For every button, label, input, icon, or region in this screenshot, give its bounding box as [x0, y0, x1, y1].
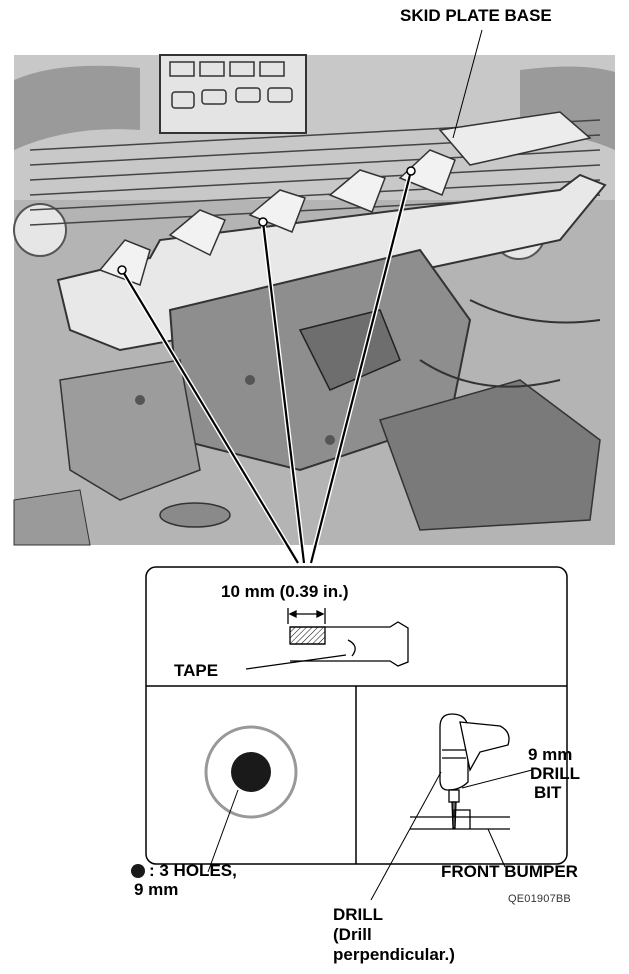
- tape-bit-detail: [245, 608, 409, 670]
- drill-note-line2: perpendicular.): [333, 945, 455, 964]
- hole-symbol: [204, 725, 298, 873]
- tape-label: TAPE: [174, 661, 219, 680]
- inset-frame: [145, 566, 568, 865]
- drill-bit-bit-label: BIT: [534, 783, 562, 802]
- hole-marker: [406, 166, 416, 176]
- tape-distance-label: 10 mm (0.39 in.): [221, 582, 349, 601]
- front-bumper-label: FRONT BUMPER: [441, 862, 578, 881]
- drill-icon: [370, 713, 533, 901]
- drill-label: DRILL: [333, 905, 384, 924]
- holes-size-label: 9 mm: [134, 880, 179, 899]
- engine-underside: [13, 248, 601, 546]
- holes-count-label: : 3 HOLES,: [149, 861, 237, 880]
- skid-plate-base-label: SKID PLATE BASE: [400, 6, 552, 25]
- hole-marker: [258, 217, 268, 227]
- underbody-photo: [13, 54, 615, 546]
- drill-note-line1: (Drill: [333, 925, 372, 944]
- drill-bit-size-label: 9 mm: [528, 745, 573, 764]
- license-plate: [159, 54, 307, 134]
- drill-bit-word-label: DRILL: [530, 764, 581, 783]
- hole-marker: [117, 265, 127, 275]
- skid-plate-leader: [452, 29, 483, 139]
- holes-legend-dot: [131, 864, 145, 878]
- figure-code: QE01907BB: [508, 893, 571, 905]
